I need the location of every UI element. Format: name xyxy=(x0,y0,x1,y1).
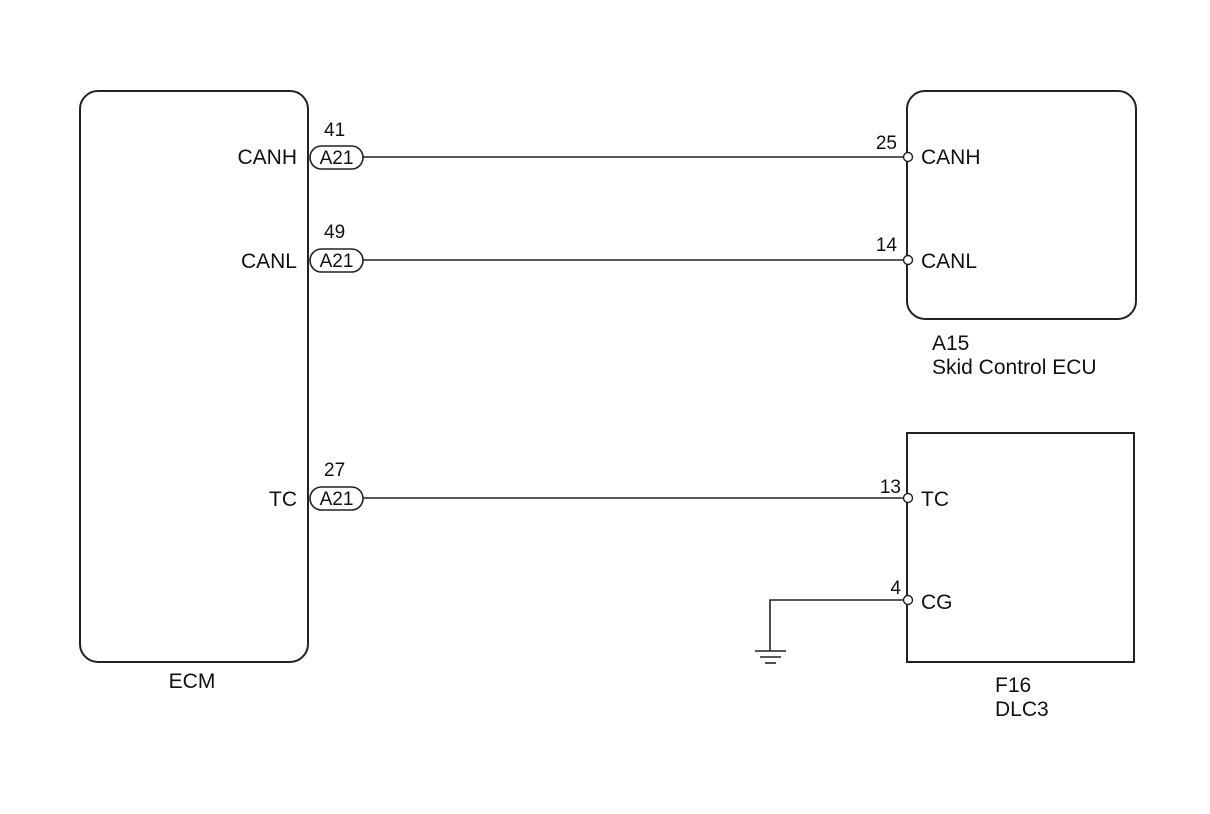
dlc3-tc-terminal xyxy=(902,492,914,504)
ecm-tc-connector xyxy=(309,486,364,511)
dlc3-label: DLC3 xyxy=(995,698,1049,721)
skid-canl-signal: CANL xyxy=(921,250,977,273)
ecm-canh-signal: CANH xyxy=(237,146,297,169)
tc-circuit: TC 27 A21 13 TC xyxy=(269,460,949,511)
dlc3-tc-signal: TC xyxy=(921,488,949,511)
skid-control-ecu-box xyxy=(906,90,1137,320)
ecm-canl-connector-label: A21 xyxy=(320,251,354,272)
ecm-canl-pin-number: 49 xyxy=(324,222,345,243)
skid-control-ecu-connector-id: A15 xyxy=(932,332,969,355)
ecm-canh-connector xyxy=(309,145,364,170)
skid-canl-pin-number: 14 xyxy=(876,235,898,256)
ecm-tc-signal: TC xyxy=(269,488,297,511)
ecm-canl-signal: CANL xyxy=(241,250,297,273)
dlc3-tc-pin-number: 13 xyxy=(880,477,901,498)
ecm-box xyxy=(79,90,309,663)
cg-circuit: 4 CG xyxy=(755,578,953,664)
skid-canh-signal: CANH xyxy=(921,146,981,169)
skid-control-ecu-label: Skid Control ECU xyxy=(932,356,1097,379)
ecm-tc-pin-number: 27 xyxy=(324,460,345,481)
canh-circuit: CANH 41 A21 25 CANH xyxy=(237,120,981,170)
ground-icon xyxy=(755,650,786,664)
dlc3-box xyxy=(906,432,1135,663)
ecm-canl-connector xyxy=(309,248,364,273)
ecm-canh-connector-label: A21 xyxy=(320,148,354,169)
ecm-label: ECM xyxy=(169,670,216,693)
dlc3-cg-pin-number: 4 xyxy=(890,578,901,599)
ecm-canh-pin-number: 41 xyxy=(324,120,345,141)
skid-canh-terminal xyxy=(902,151,914,163)
dlc3-cg-signal: CG xyxy=(921,591,953,614)
cg-wire xyxy=(769,599,904,651)
dlc3-cg-terminal xyxy=(902,594,914,606)
skid-canh-pin-number: 25 xyxy=(876,133,897,154)
ecm-tc-connector-label: A21 xyxy=(320,489,354,510)
dlc3-connector-id: F16 xyxy=(995,674,1031,697)
canl-circuit: CANL 49 A21 14 CANL xyxy=(241,222,977,273)
skid-canl-terminal xyxy=(902,254,914,266)
